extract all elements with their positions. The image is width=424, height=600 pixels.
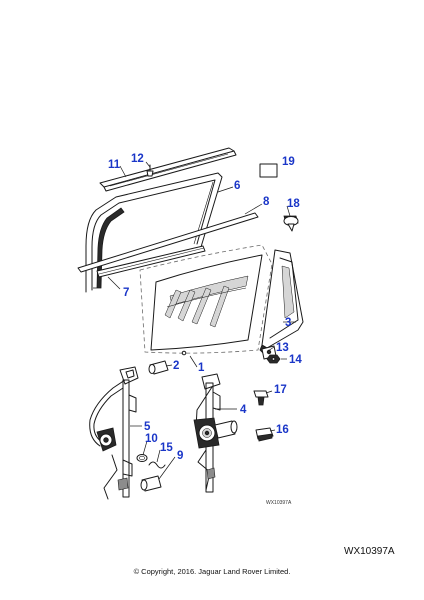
callout-18: 18 bbox=[287, 198, 300, 210]
callout-19: 19 bbox=[282, 156, 295, 168]
door-glass bbox=[139, 244, 273, 356]
quarter-glass bbox=[259, 249, 304, 357]
callout-1: 1 bbox=[198, 362, 205, 374]
clip-fastener bbox=[146, 164, 154, 177]
quarter-glass-nut bbox=[266, 354, 281, 364]
leader-lines bbox=[107, 161, 296, 480]
callout-8: 8 bbox=[263, 196, 270, 208]
retaining-clip bbox=[148, 461, 166, 469]
callout-9: 9 bbox=[177, 450, 183, 462]
callout-6: 6 bbox=[234, 180, 240, 192]
callout-4: 4 bbox=[240, 404, 247, 416]
callout-5: 5 bbox=[144, 421, 151, 433]
callout-10: 10 bbox=[145, 433, 158, 445]
callout-7: 7 bbox=[123, 287, 129, 299]
figure-stamp: WX10397A bbox=[266, 500, 292, 506]
figure-reference: WX10397A bbox=[344, 546, 395, 557]
rivet-fastener bbox=[283, 215, 299, 232]
callout-11: 11 bbox=[108, 159, 121, 171]
callout-labels: 1 2 3 4 5 6 7 8 9 10 11 12 13 14 15 16 1… bbox=[108, 153, 302, 462]
callout-17: 17 bbox=[274, 384, 287, 396]
window-regulator-left bbox=[89, 366, 139, 500]
bolt bbox=[253, 390, 269, 406]
label-patch bbox=[259, 163, 278, 178]
regulator-motor-plug bbox=[140, 475, 162, 492]
waist-seal-inner bbox=[77, 212, 259, 273]
callout-12: 12 bbox=[131, 153, 144, 165]
callout-13: 13 bbox=[276, 342, 289, 354]
callout-15: 15 bbox=[160, 442, 173, 454]
window-regulator-right bbox=[193, 373, 238, 493]
callout-14: 14 bbox=[289, 354, 302, 366]
callout-16: 16 bbox=[276, 424, 289, 436]
grommet bbox=[255, 427, 274, 442]
copyright-notice: © Copyright, 2016. Jaguar Land Rover Lim… bbox=[134, 567, 291, 576]
glass-run-channel bbox=[85, 172, 223, 293]
cable-clip bbox=[136, 454, 148, 462]
waist-seal-lower bbox=[96, 245, 206, 278]
callout-2: 2 bbox=[173, 360, 179, 372]
belt-moulding-outer bbox=[99, 147, 237, 192]
callout-3: 3 bbox=[285, 317, 291, 329]
glass-bush bbox=[148, 360, 169, 375]
